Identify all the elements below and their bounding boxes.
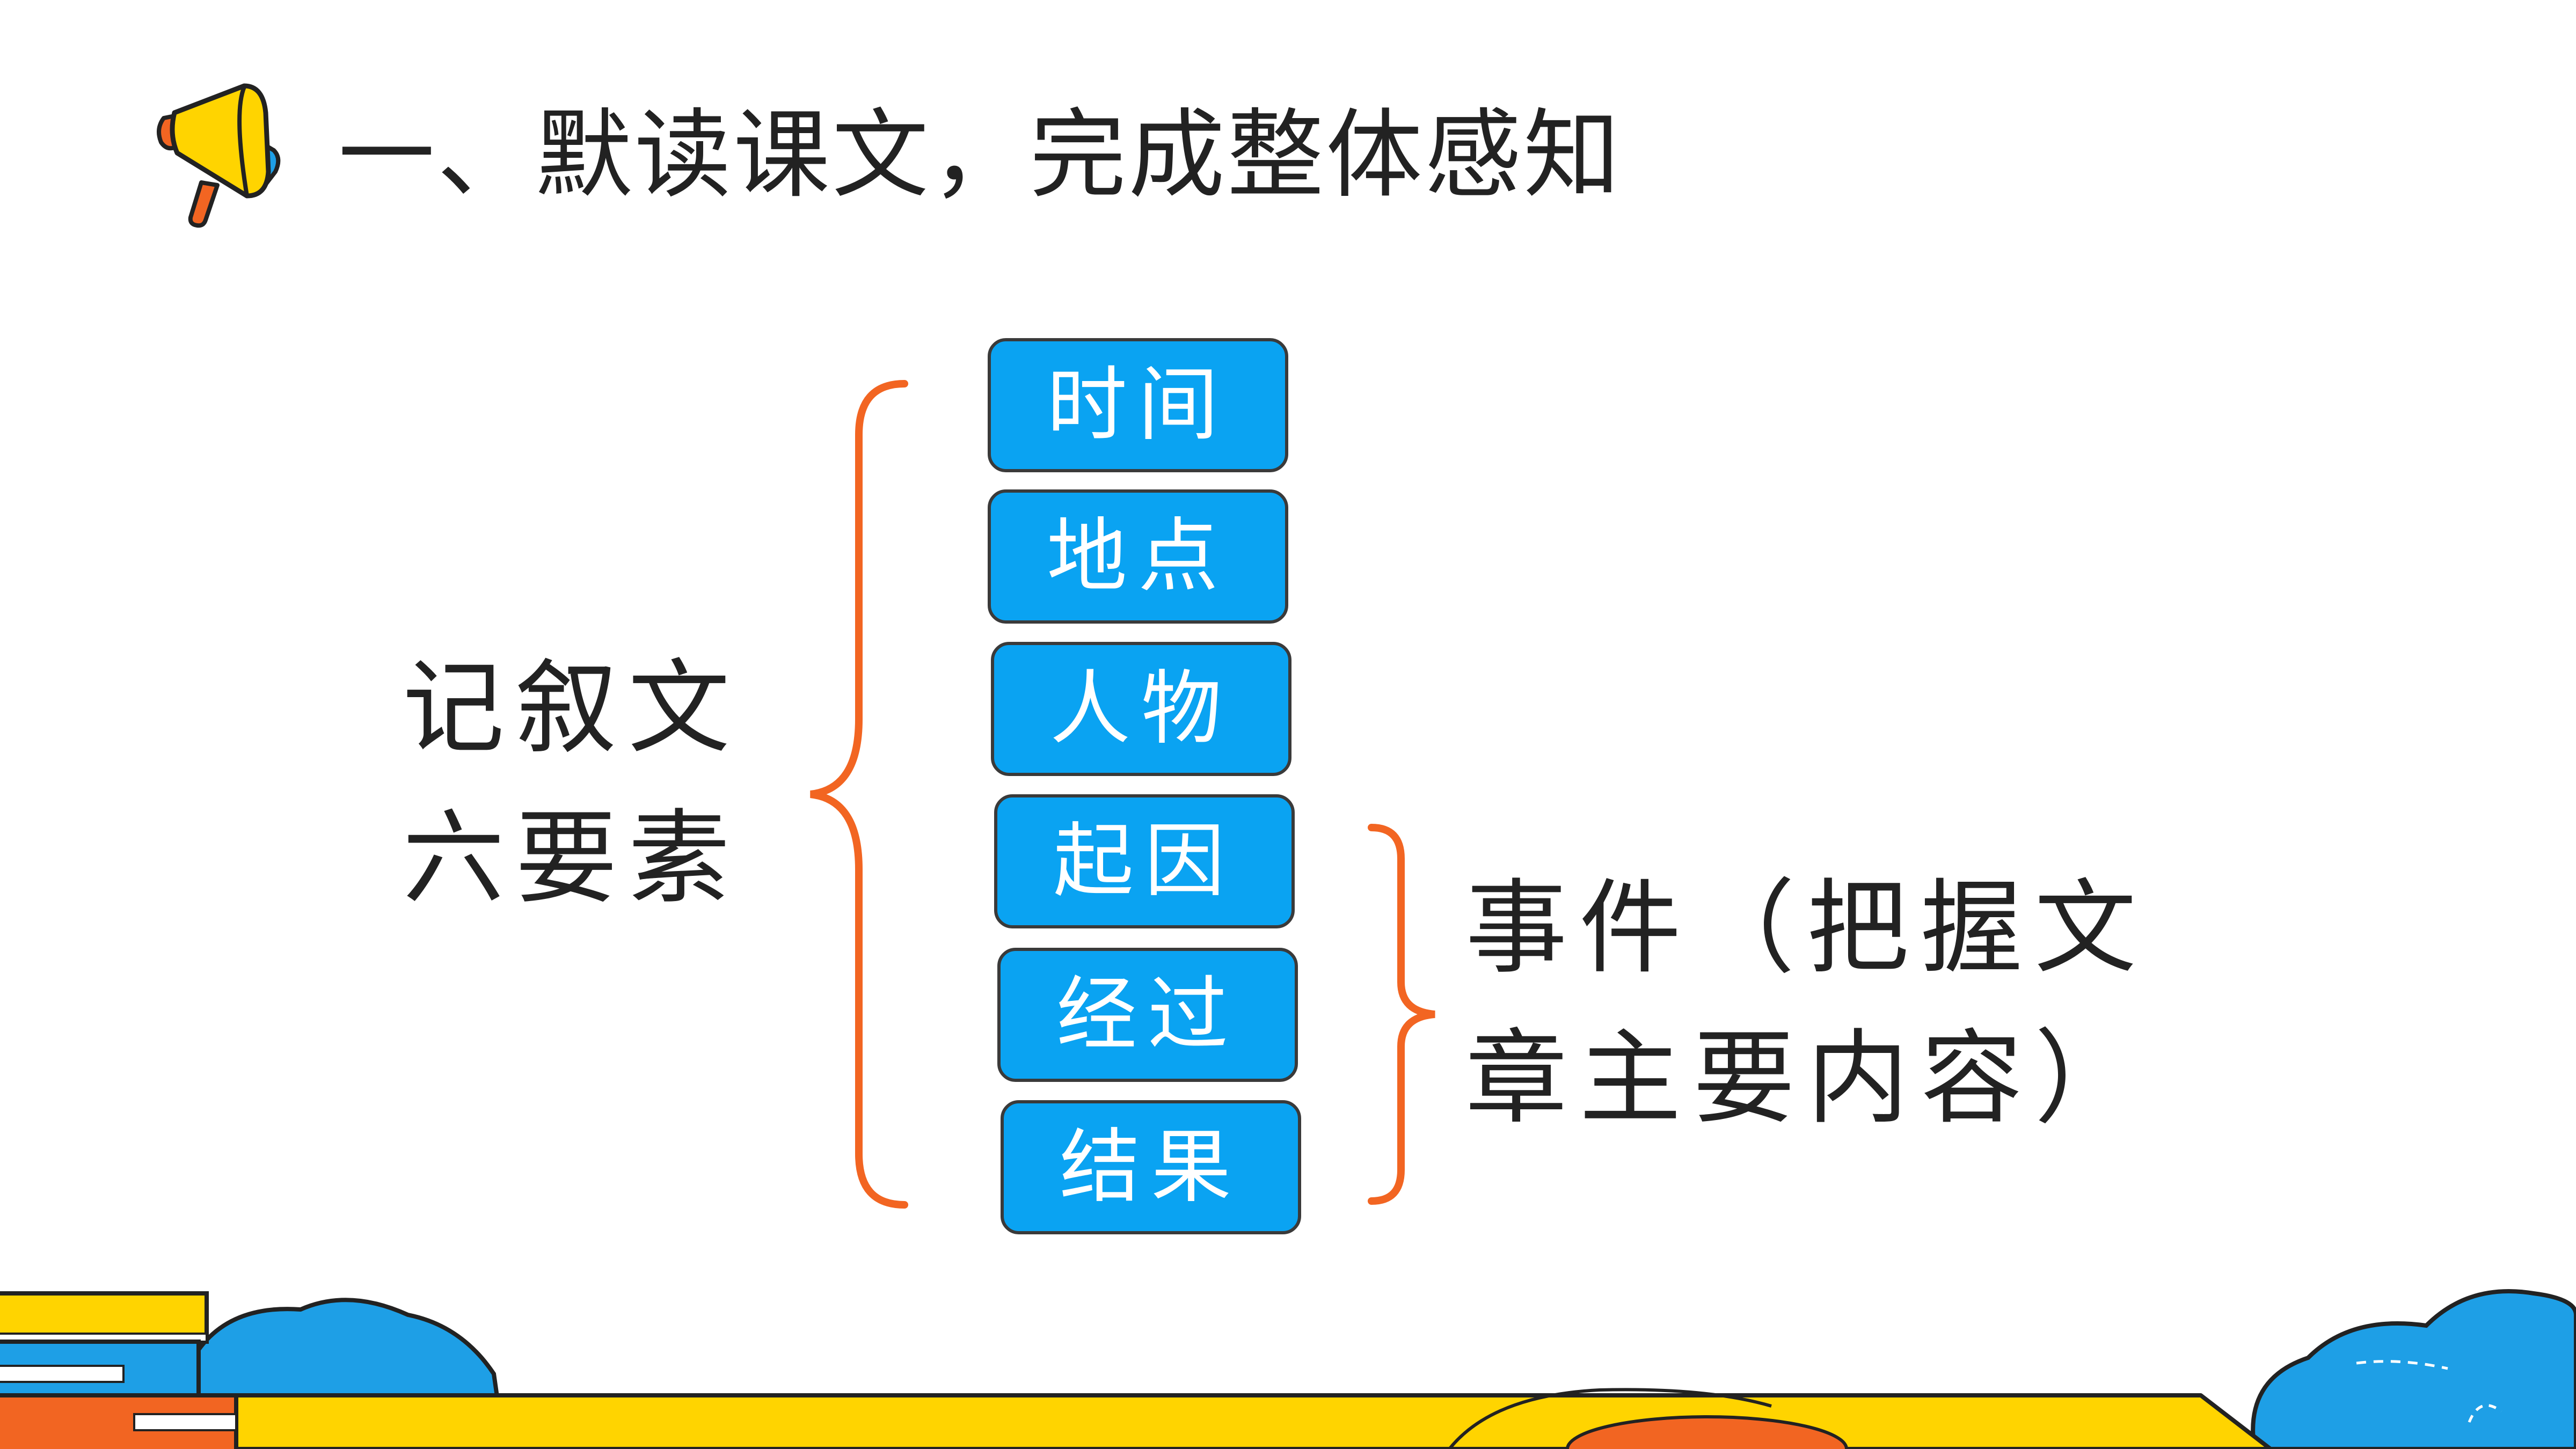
bottom-decoration	[0, 1289, 2576, 1449]
orange-mound	[1566, 1415, 1848, 1449]
element-box-place: 地点	[988, 489, 1288, 624]
event-line-2: 章主要内容）	[1465, 1019, 2149, 1138]
element-box-cause: 起因	[994, 794, 1295, 928]
element-box-process: 经过	[997, 948, 1298, 1082]
element-box-result: 结果	[1001, 1100, 1301, 1234]
slide-title: 一、默读课文，完成整体感知	[338, 99, 1623, 211]
element-box-people: 人物	[991, 642, 1291, 776]
right-cloud	[2251, 1289, 2576, 1449]
megaphone-icon	[157, 83, 281, 228]
event-line-1: 事件（把握文	[1465, 869, 2149, 987]
six-elements-label: 记叙文 六要素	[403, 633, 741, 934]
element-box-time: 时间	[988, 338, 1288, 472]
label-line-1: 记叙文	[403, 649, 741, 767]
left-brace	[810, 380, 908, 1209]
label-line-2: 六要素	[403, 799, 741, 918]
right-brace	[1368, 824, 1435, 1205]
event-label: 事件（把握文 章主要内容）	[1465, 853, 2148, 1154]
yellow-ground	[159, 1393, 2273, 1449]
